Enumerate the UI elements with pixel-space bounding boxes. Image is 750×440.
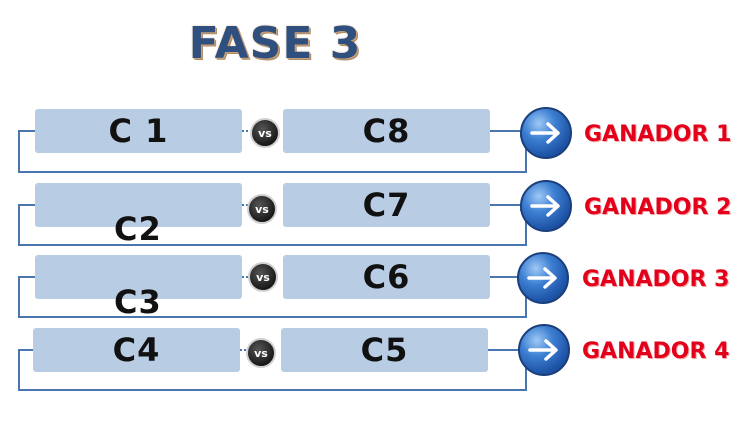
advance-button-3[interactable] xyxy=(517,252,569,304)
match2-right-team: C7 xyxy=(283,183,490,227)
right-arrow-icon xyxy=(530,195,560,217)
team-label: C8 xyxy=(362,112,411,150)
team-label: C 1 xyxy=(108,112,169,150)
page-title: FASE 3 xyxy=(188,18,362,69)
vs-badge: vs xyxy=(246,338,276,368)
vs-badge: vs xyxy=(247,194,277,224)
right-arrow-icon xyxy=(530,122,560,144)
match3-left-team xyxy=(35,255,242,299)
match3-right-team: C6 xyxy=(283,255,490,299)
vs-badge: vs xyxy=(248,262,278,292)
team-label: C3 xyxy=(114,283,162,321)
team-label: C6 xyxy=(362,258,411,296)
right-arrow-icon xyxy=(528,339,558,361)
match2-left-team xyxy=(35,183,242,227)
winner-label-3: GANADOR 3 xyxy=(582,267,730,292)
winner-label-4: GANADOR 4 xyxy=(582,339,730,364)
team-label: C7 xyxy=(362,186,411,224)
vs-badge: vs xyxy=(250,118,280,148)
match4-left-team: C4 xyxy=(33,328,240,372)
right-arrow-icon xyxy=(527,267,557,289)
team-label: C5 xyxy=(360,331,409,369)
winner-label-2: GANADOR 2 xyxy=(584,195,732,220)
advance-button-4[interactable] xyxy=(518,324,570,376)
winner-label-1: GANADOR 1 xyxy=(584,122,732,147)
team-label: C4 xyxy=(112,331,161,369)
match4-right-team: C5 xyxy=(281,328,488,372)
match1-left-team: C 1 xyxy=(35,109,242,153)
team-label: C2 xyxy=(114,210,162,248)
match1-right-team: C8 xyxy=(283,109,490,153)
advance-button-2[interactable] xyxy=(520,180,572,232)
advance-button-1[interactable] xyxy=(520,107,572,159)
